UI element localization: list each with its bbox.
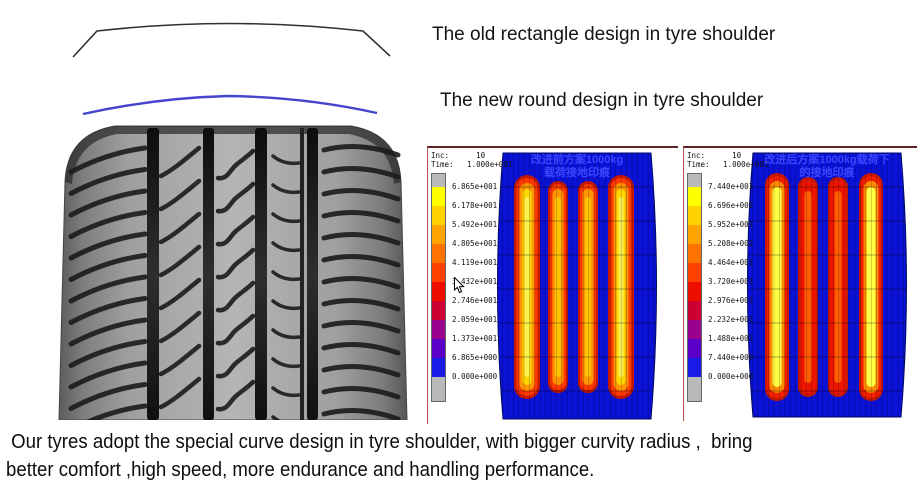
legend-value: 2.746e+001 — [452, 296, 498, 305]
legend-value: 7.440e+000 — [708, 353, 754, 362]
legend-value: 4.119e+001 — [452, 258, 498, 267]
shoulder-curves-figure — [72, 22, 391, 116]
legend-value: 6.865e+001 — [452, 182, 498, 191]
legend-value: 6.696e+001 — [708, 201, 754, 210]
legend-value: 2.232e+001 — [708, 315, 754, 324]
legend-value: 4.805e+001 — [452, 239, 498, 248]
legend-value: 5.492e+001 — [452, 220, 498, 229]
footprint-plot-before — [497, 152, 657, 420]
legend-value: 1.488e+001 — [708, 334, 754, 343]
mouse-cursor-icon — [454, 277, 465, 294]
pressure-legend-after: 7.440e+001 6.696e+001 5.952e+001 5.208e+001… — [687, 173, 763, 404]
old-design-curve — [72, 22, 391, 58]
shoulder-sipes-left — [68, 145, 148, 420]
pressure-legend-before: 6.865e+001 6.178e+001 5.492e+001 4.805e+001… — [431, 173, 507, 404]
legend-value: 7.440e+001 — [708, 182, 754, 191]
legend-value: 5.208e+001 — [708, 239, 754, 248]
tread-grooves — [147, 128, 318, 420]
caption-line-1: Our tyres adopt the special curve design… — [6, 431, 753, 453]
tyre-tread-photo — [58, 125, 408, 420]
rib4-thin-groove — [300, 128, 304, 420]
new-design-label: The new round design in tyre shoulder — [440, 90, 764, 111]
rib4-sipes — [271, 154, 301, 420]
tyre-top-rim-shadow — [65, 126, 401, 184]
legend-value: 0.000e+000 — [452, 372, 498, 381]
legend-value: 2.976e+001 — [708, 296, 754, 305]
legend-color-bar — [687, 173, 702, 402]
hot-ribs — [514, 175, 634, 399]
hot-ribs — [765, 173, 883, 401]
rib2-sipes — [158, 145, 202, 410]
footprint-plot-after — [747, 152, 907, 418]
legend-value: 6.178e+001 — [452, 201, 498, 210]
rib3-sipes — [215, 148, 256, 412]
fea-title-after: 改进后方案1000kg载荷下 的接地印痕 — [764, 154, 890, 179]
legend-value: 4.464e+001 — [708, 258, 754, 267]
shoulder-sipes-right — [321, 144, 401, 420]
legend-value: 0.000e+000 — [708, 372, 754, 381]
fea-title-before: 改进前方案1000kg 载荷接地印痕 — [530, 154, 624, 179]
legend-value: 3.720e+001 — [708, 277, 754, 286]
fe-mesh-grid — [747, 153, 907, 417]
caption-line-2: better comfort ,high speed, more enduran… — [6, 459, 595, 481]
legend-value: 6.865e+000 — [452, 353, 498, 362]
legend-color-bar — [431, 173, 446, 402]
legend-value: 3.432e+001 — [452, 277, 498, 286]
legend-value: 2.059e+001 — [452, 315, 498, 324]
old-design-label: The old rectangle design in tyre shoulde… — [432, 24, 776, 45]
fe-mesh-grid — [497, 153, 657, 419]
legend-value: 5.952e+001 — [708, 220, 754, 229]
new-design-curve — [82, 94, 378, 116]
legend-value: 1.373e+001 — [452, 334, 498, 343]
